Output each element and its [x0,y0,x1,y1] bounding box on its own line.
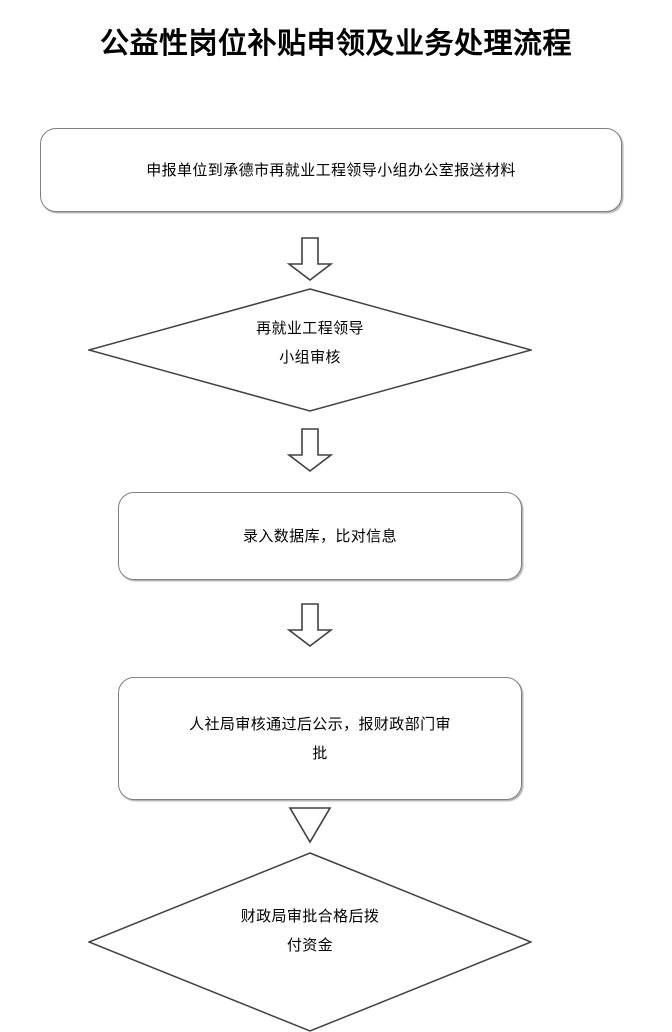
flow-node-label: 财政局审批合格后拨 付资金 [240,907,380,955]
flow-node-label: 录入数据库，比对信息 [242,526,397,545]
flow-node-label: 申报单位到承德市再就业工程领导小组办公室报送材料 [146,160,516,179]
flow-node-label: 再就业工程领导 小组审核 [256,319,364,367]
flow-node-label: 人社局审核通过后公示，报财政部门审 批 [189,715,451,762]
flow-node-database-entry[interactable]: 录入数据库，比对信息 [118,492,522,580]
flow-node-submit-materials[interactable]: 申报单位到承德市再就业工程领导小组办公室报送材料 [40,128,622,212]
connector-node4-to-node5 [287,806,333,844]
page-title: 公益性岗位补贴申领及业务处理流程 [99,26,572,60]
arrow-down-icon [287,428,333,473]
connector-node2-to-node3 [287,427,333,473]
flow-node-hr-bureau-review-publicity[interactable]: 人社局审核通过后公示，报财政部门审 批 [118,677,522,800]
arrow-down-icon [288,807,332,844]
arrow-down-icon [287,237,333,282]
arrow-down-icon [287,603,333,648]
connector-node3-to-node4 [287,602,333,648]
flow-node-reemployment-group-review[interactable]: 再就业工程领导 小组审核 [88,288,532,412]
diamond-shape [88,288,532,412]
connector-node1-to-node2 [287,236,333,282]
flow-node-finance-bureau-disbursement[interactable]: 财政局审批合格后拨 付资金 [88,852,532,1032]
